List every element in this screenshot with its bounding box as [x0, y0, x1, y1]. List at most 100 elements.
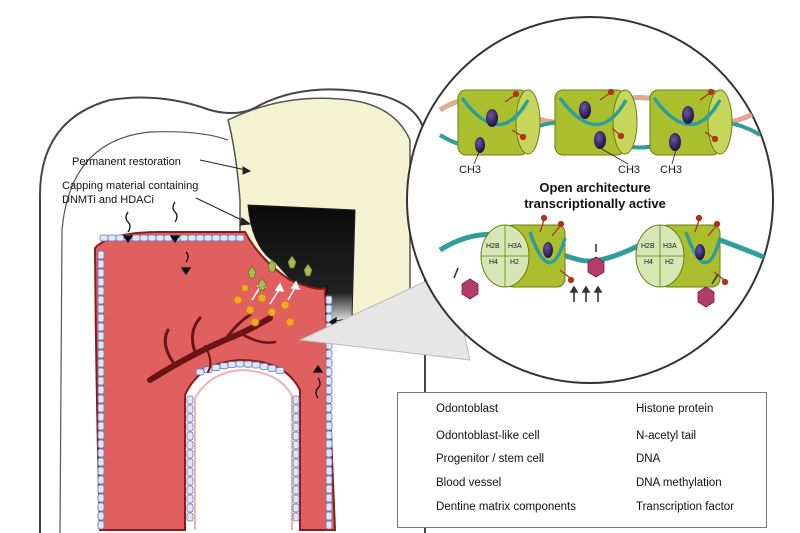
odontoblast-cell	[325, 439, 333, 449]
histone-bottom-2	[635, 224, 721, 288]
odontoblast-cell	[211, 364, 221, 371]
odontoblast-cell	[97, 484, 105, 494]
odontoblast-cell	[186, 395, 194, 405]
odontoblast-cell	[235, 234, 245, 242]
odontoblast-cell	[186, 422, 194, 432]
odontoblast-cell	[325, 511, 333, 521]
migration-arrows	[251, 278, 301, 305]
odontoblast-cell	[186, 458, 194, 468]
odontoblast-cell	[155, 234, 165, 242]
odontoblast-cell	[97, 367, 105, 377]
odontoblast-cell	[97, 349, 105, 359]
legend	[397, 392, 767, 528]
odontoblast-cell	[325, 457, 333, 467]
odontoblast-cell	[186, 467, 194, 477]
odontoblast-cell	[186, 476, 194, 486]
histone-top-1	[457, 89, 541, 156]
annotation-leaders	[195, 159, 252, 226]
odontoblast-cell	[203, 234, 213, 242]
legend-item-blood-vessel: Blood vessel	[436, 477, 502, 489]
odontoblast-cell	[292, 458, 300, 468]
odontoblast-cell	[325, 502, 333, 512]
odontoblast-cell	[292, 404, 300, 414]
histone-bottom-1	[480, 224, 566, 288]
odontoblast-cell	[292, 449, 300, 459]
odontoblast-cell	[97, 430, 105, 440]
odontoblast-cell	[325, 520, 333, 530]
odontoblast-cell	[97, 250, 105, 260]
odontoblast-cell	[186, 503, 194, 513]
legend-item-dentine-matrix: Dentine matrix components	[436, 501, 576, 513]
odontoblast-cell	[325, 376, 333, 386]
odontoblast-cell	[251, 361, 261, 369]
chromatin-heading-line2: transcriptionally active	[524, 196, 666, 211]
methyl-label-1: CH3	[459, 164, 482, 176]
odontoblast-cell	[97, 493, 105, 503]
histone-label-h2b-2: H2B	[641, 243, 655, 250]
odontoblast-cell	[195, 368, 205, 376]
odontoblast-cell	[97, 268, 105, 278]
odontoblast-cell	[186, 449, 194, 459]
histone-label-h2-2: H2	[665, 259, 674, 266]
odontoblast-cell	[115, 234, 125, 242]
odontoblast-cell	[97, 295, 105, 305]
odontoblast-cell	[292, 467, 300, 477]
odontoblast-cell	[292, 494, 300, 504]
odontoblast-cell	[219, 362, 229, 370]
odontoblast-cell	[97, 403, 105, 413]
odontoblast-cell	[147, 234, 157, 242]
odontoblast-cell	[325, 493, 333, 503]
odontoblast-cell	[97, 520, 105, 530]
odontoblast-cell	[97, 313, 105, 323]
odontoblast-cell	[235, 360, 245, 368]
odontoblast-cell	[325, 385, 333, 395]
odontoblast-layer	[97, 234, 333, 530]
odontoblast-cell	[292, 413, 300, 423]
odontoblast-cell	[97, 376, 105, 386]
chromatin-heading-line1: Open architecture	[539, 180, 651, 195]
histone-label-h4-2: H4	[644, 259, 653, 266]
odontoblast-cell	[325, 448, 333, 458]
odontoblast-cell	[325, 475, 333, 485]
histone-label-h2-1: H2	[510, 259, 519, 266]
odontoblast-cell	[325, 304, 333, 314]
odontoblast-cell	[99, 234, 109, 242]
odontoblast-cell	[97, 439, 105, 449]
methyl-label-2: CH3	[618, 164, 641, 176]
odontoblast-cell	[292, 503, 300, 513]
histone-label-h3a-1: H3A	[508, 243, 522, 250]
chromatin-view	[438, 88, 772, 308]
odontoblast-cell	[97, 259, 105, 269]
transcription-factors	[461, 256, 715, 308]
odontoblast-cell	[186, 413, 194, 423]
odontoblast-cell	[97, 448, 105, 458]
odontoblast-cell	[97, 304, 105, 314]
odontoblast-cell	[267, 364, 277, 372]
odontoblast-cell	[97, 331, 105, 341]
legend-item-histone-protein: Histone protein	[636, 403, 714, 415]
odontoblast-cell	[325, 394, 333, 404]
legend-item-transcription-factor: Transcription factor	[636, 501, 734, 513]
odontoblast-cell	[139, 234, 149, 242]
odontoblast-cell	[186, 440, 194, 450]
odontoblast-cell	[97, 394, 105, 404]
odontoblast-cell	[97, 421, 105, 431]
odontoblast-cell	[97, 412, 105, 422]
odontoblast-cell	[325, 484, 333, 494]
legend-item-n-acetyl-tail: N-acetyl tail	[636, 430, 697, 442]
odontoblast-cell	[292, 485, 300, 495]
odontoblast-cell	[97, 466, 105, 476]
odontoblast-cell	[97, 475, 105, 485]
legend-item-odontoblast: Odontoblast	[436, 403, 499, 415]
odontoblast-cell	[186, 512, 194, 522]
legend-item-odontoblast-like-cell: Odontoblast-like cell	[436, 430, 540, 442]
odontoblast-cell	[186, 404, 194, 414]
legend-item-dna-methylation: DNA methylation	[636, 477, 722, 489]
odontoblast-cell	[97, 277, 105, 287]
odontoblast-cell	[325, 295, 333, 305]
odontoblast-cell	[97, 502, 105, 512]
odontoblast-cell	[325, 367, 333, 377]
odontoblast-cell	[292, 395, 300, 405]
